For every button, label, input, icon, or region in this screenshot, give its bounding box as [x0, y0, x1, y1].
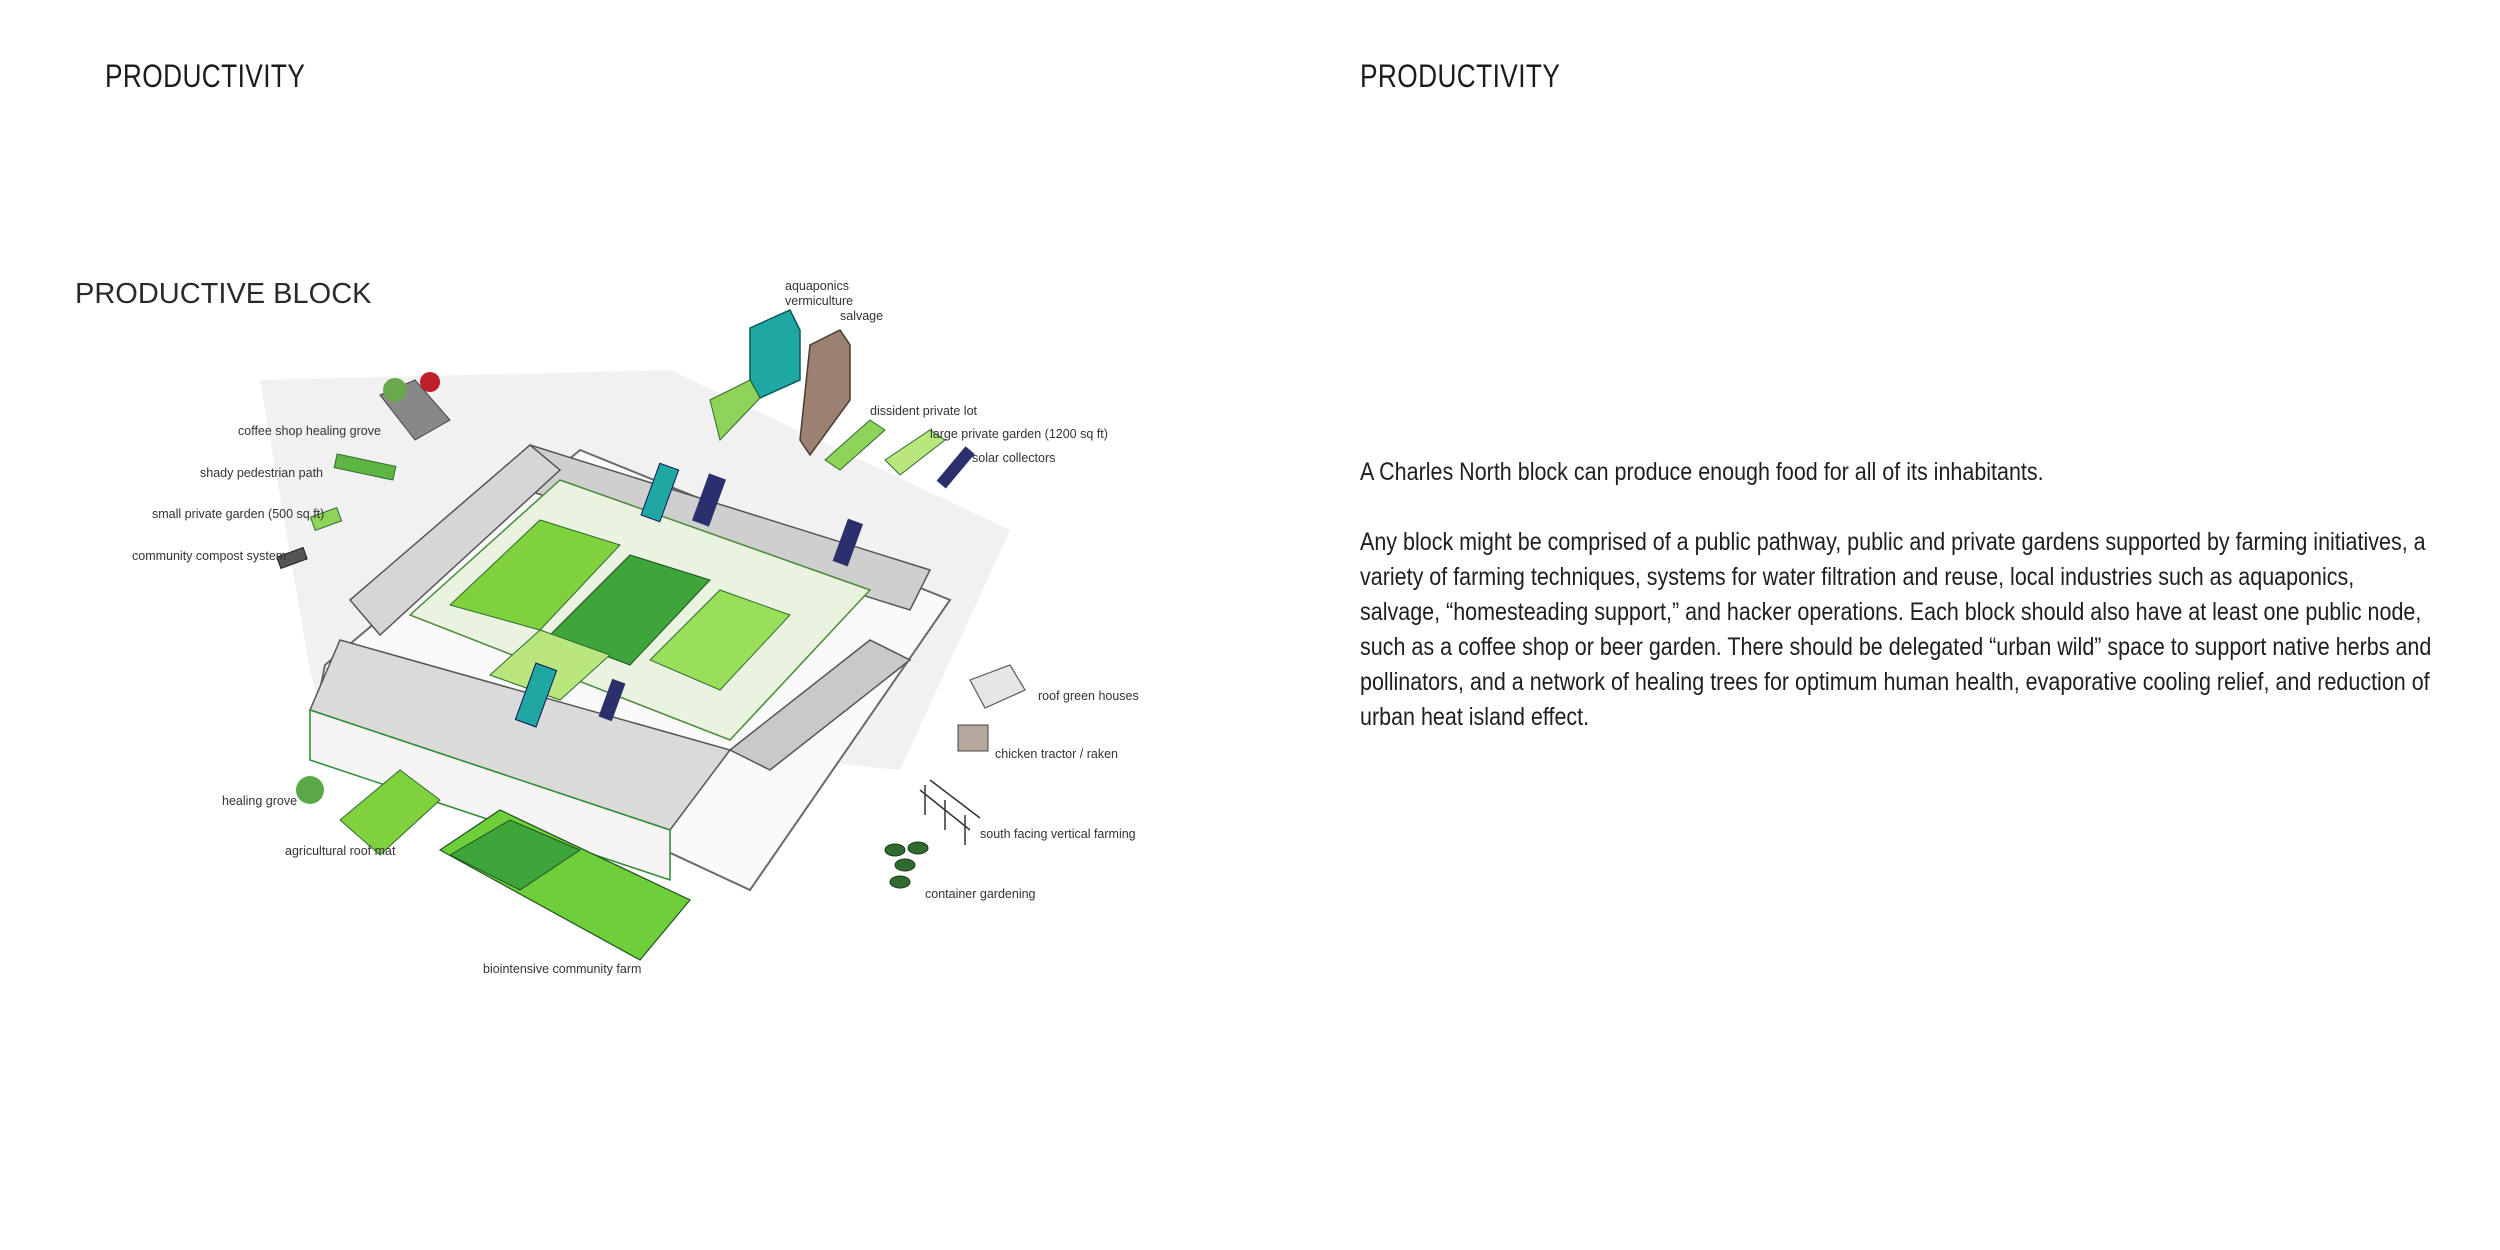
vermiculture-bed	[709, 379, 761, 442]
dissident-lot	[824, 419, 886, 471]
aquaponics-unit	[749, 309, 801, 399]
label-aquaponics: aquaponics	[785, 279, 849, 293]
solar-array-1	[691, 473, 727, 527]
compost-system	[276, 546, 308, 570]
label-coffee-shop: coffee shop healing grove	[238, 424, 381, 438]
community-farm-rows	[448, 819, 582, 891]
description: A Charles North block can produce enough…	[1360, 455, 2440, 770]
shady-path	[333, 453, 397, 481]
greenhouse-front	[309, 708, 671, 882]
page-title-left: PRODUCTIVITY	[105, 58, 306, 94]
label-solar: solar collectors	[972, 451, 1055, 465]
label-vermiculture: vermiculture	[785, 294, 853, 308]
small-garden	[309, 506, 343, 532]
solar-array-3	[598, 678, 626, 722]
label-shady-path: shady pedestrian path	[200, 466, 323, 480]
roof-greenhouses	[969, 664, 1026, 709]
productive-block-diagram: aquaponics vermiculture salvage dissiden…	[132, 279, 1139, 976]
label-roof-green: roof green houses	[1038, 689, 1139, 703]
label-salvage: salvage	[840, 309, 883, 323]
container-gardens	[884, 841, 929, 889]
teal-unit-2	[640, 462, 680, 523]
building-left	[348, 444, 562, 637]
label-dissident-lot: dissident private lot	[870, 404, 978, 418]
label-healing-grove: healing grove	[222, 794, 297, 808]
label-compost: community compost system	[132, 549, 286, 563]
salvage-unit	[799, 329, 851, 457]
healing-grove-tree	[296, 776, 324, 804]
solar-collectors	[936, 446, 975, 489]
section-title: PRODUCTIVE BLOCK	[75, 278, 372, 310]
solar-array-2	[832, 518, 864, 567]
building-right	[728, 639, 912, 771]
paragraph-2: Any block might be comprised of a public…	[1360, 528, 2432, 731]
page-title-right: PRODUCTIVITY	[1360, 58, 1561, 94]
vertical-farming	[919, 779, 981, 845]
label-community-farm: biointensive community farm	[483, 962, 641, 976]
coffee-kiosk	[420, 372, 440, 392]
label-large-garden: large private garden (1200 sq ft)	[930, 427, 1108, 441]
teal-unit-1	[514, 662, 558, 728]
coffee-shop-tree	[383, 378, 407, 402]
label-roof-mat: agricultural roof mat	[285, 844, 396, 858]
label-small-garden: small private garden (500 sq ft)	[152, 507, 324, 521]
label-container: container gardening	[925, 887, 1036, 901]
garden-bed-3	[649, 589, 791, 691]
label-vertical: south facing vertical farming	[980, 827, 1136, 841]
label-chicken: chicken tractor / raken	[995, 747, 1118, 761]
agricultural-roof-mat	[339, 769, 441, 856]
chicken-tractor	[957, 724, 989, 752]
large-garden	[884, 429, 946, 476]
paragraph-1: A Charles North block can produce enough…	[1360, 458, 2044, 486]
garden-bed-1	[449, 519, 621, 631]
